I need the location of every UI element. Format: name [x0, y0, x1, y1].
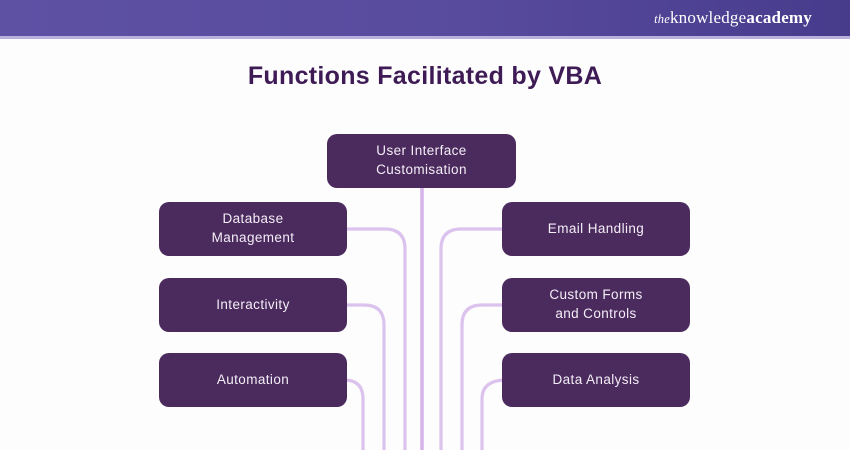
- node-label: User Interface Customisation: [376, 143, 467, 177]
- connector-interactivity: [346, 303, 386, 450]
- node-interactivity: Interactivity: [159, 278, 347, 332]
- connector-data-analysis: [480, 378, 505, 450]
- node-label: Custom Forms and Controls: [549, 287, 643, 321]
- node-label: Interactivity: [216, 296, 290, 312]
- node-user-interface-customisation: User Interface Customisation: [327, 134, 516, 188]
- node-label: Data Analysis: [552, 371, 640, 387]
- connector-email-handling: [439, 227, 504, 450]
- header-bar: theknowledgeacademy: [0, 0, 850, 39]
- node-data-analysis: Data Analysis: [502, 353, 690, 407]
- node-email-handling: Email Handling: [502, 202, 690, 256]
- node-label: Email Handling: [547, 220, 645, 236]
- node-automation: Automation: [159, 353, 347, 407]
- node-custom-forms-and-controls: Custom Forms and Controls: [502, 278, 690, 332]
- brand-logo: theknowledgeacademy: [654, 8, 812, 28]
- node-label: Automation: [216, 371, 290, 387]
- page-title: Functions Facilitated by VBA: [247, 62, 603, 90]
- node-database-management: Database Management: [159, 202, 347, 256]
- logo-knowledge: knowledge: [669, 8, 747, 27]
- connector-automation: [345, 378, 365, 450]
- connector-custom-forms: [460, 303, 504, 450]
- node-label: Database Management: [211, 211, 295, 245]
- logo-academy: academy: [746, 8, 812, 27]
- logo-the: the: [654, 12, 670, 26]
- connector-database-management: [346, 227, 407, 450]
